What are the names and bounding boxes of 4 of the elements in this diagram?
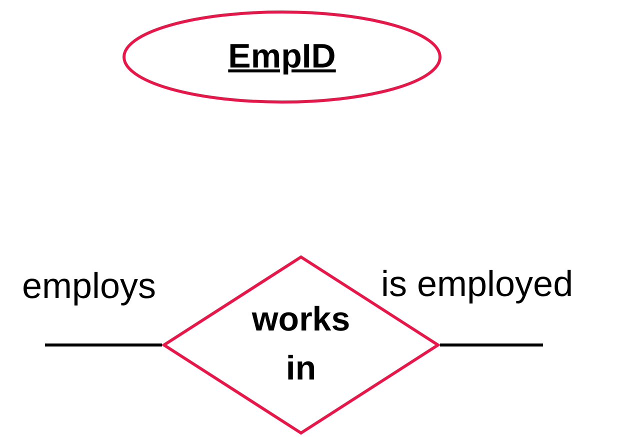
relationship-line bbox=[45, 344, 162, 346]
relationship-name: works in bbox=[252, 300, 350, 388]
key-attribute-name: EmpID bbox=[228, 37, 336, 76]
relationship-line bbox=[440, 344, 543, 346]
